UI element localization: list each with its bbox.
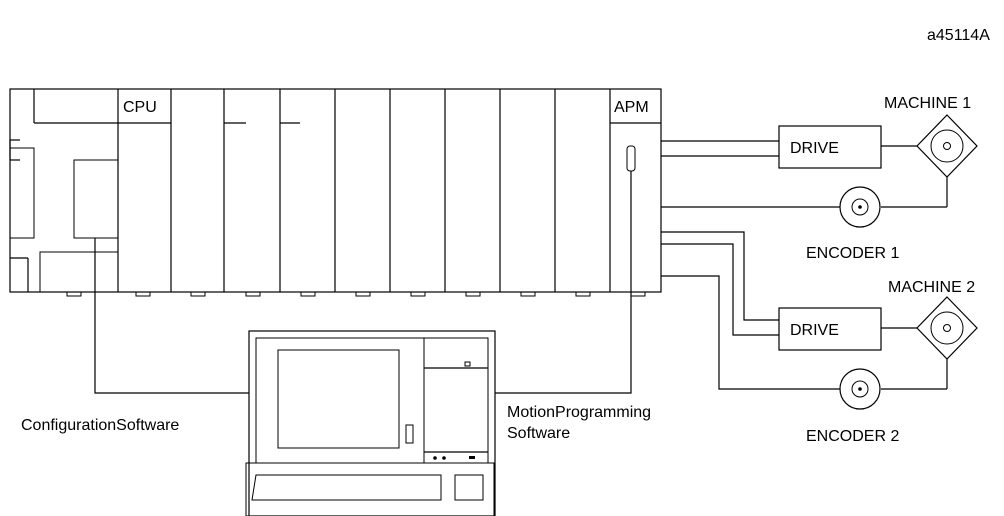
- encoder-1-label: ENCODER 1: [806, 245, 899, 262]
- encoder-1: ENCODER 1: [806, 186, 899, 262]
- encoder-2-label: ENCODER 2: [806, 428, 899, 445]
- figure-id: a45114A: [927, 27, 990, 44]
- floppy-drive: [405, 424, 414, 444]
- motion-software-label-line2: Software: [507, 425, 570, 442]
- ps-panel: [9, 147, 35, 239]
- cpu-label: CPU: [123, 99, 157, 116]
- keypad: [454, 474, 484, 501]
- machine-1: MACHINE 1: [881, 95, 978, 208]
- drive-1-label: DRIVE: [790, 140, 839, 157]
- drive-2: DRIVE: [778, 307, 922, 351]
- programming-computer: [245, 330, 496, 516]
- drive-1: DRIVE: [778, 125, 922, 169]
- encoder-2: ENCODER 2: [806, 368, 899, 445]
- configuration-software-label: ConfigurationSoftware: [21, 417, 179, 434]
- drive-2-label: DRIVE: [790, 322, 839, 339]
- machine-1-label: MACHINE 1: [884, 95, 971, 112]
- computer-screen: [277, 349, 400, 449]
- cables: [94, 140, 840, 394]
- motion-software-label-line1: MotionProgramming: [507, 404, 651, 421]
- computer-body: [248, 330, 496, 516]
- plc-rack: CPU APM: [9, 88, 662, 297]
- machine-2-label: MACHINE 2: [888, 279, 975, 296]
- machine-2: MACHINE 2: [881, 279, 978, 390]
- apm-label: APM: [614, 99, 649, 116]
- keyboard: [251, 474, 442, 501]
